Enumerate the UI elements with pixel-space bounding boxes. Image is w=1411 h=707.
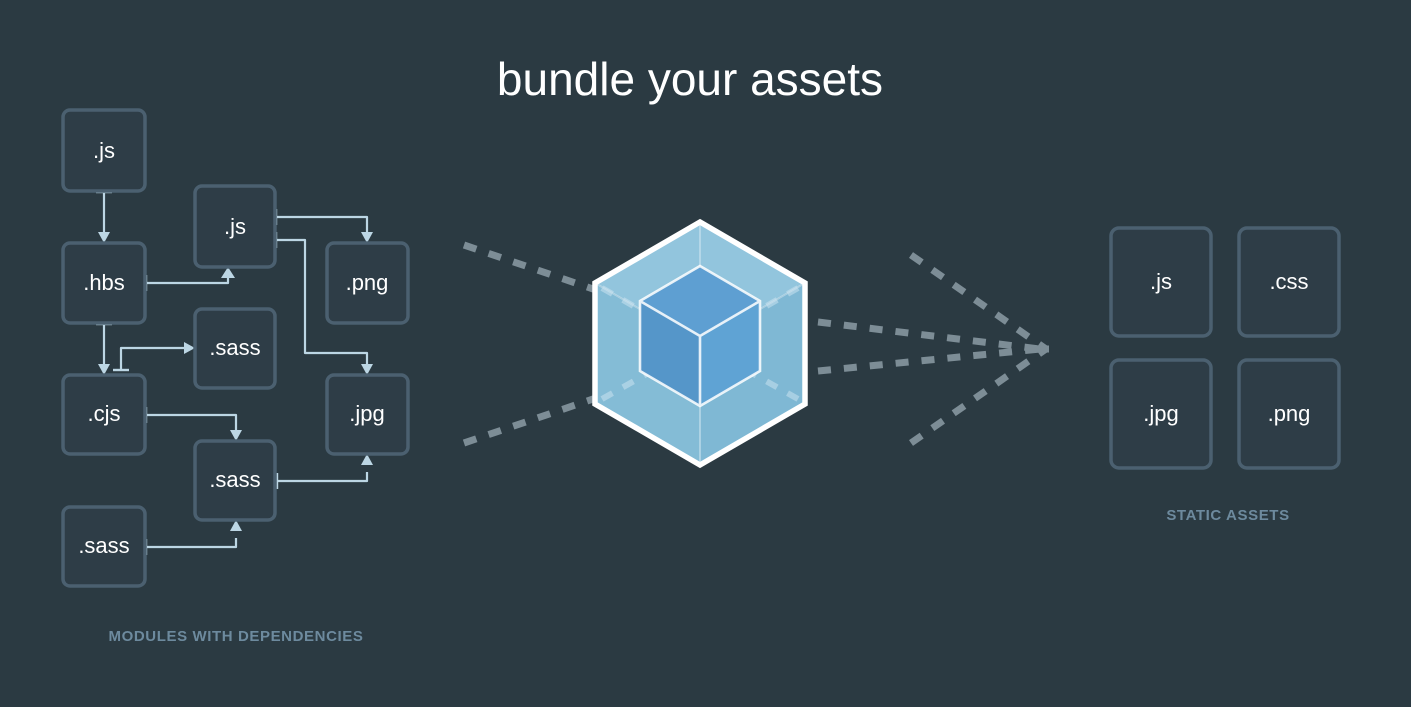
module-box-jpg-rect bbox=[325, 373, 410, 456]
output-dashed-arrow bbox=[817, 252, 1062, 446]
static-assets-group: .js .css .jpg .png STATIC ASSETS bbox=[1109, 226, 1341, 524]
module-box-js-2[interactable]: .js bbox=[193, 184, 277, 269]
module-box-sass-2[interactable]: .sass bbox=[193, 439, 277, 522]
module-box-js-2-label: .js bbox=[224, 214, 246, 239]
input-dashed-arrow-top bbox=[462, 241, 598, 294]
static-box-css[interactable]: .css bbox=[1237, 226, 1341, 338]
module-box-hbs-label: .hbs bbox=[83, 270, 125, 295]
connector-sass3-to-sass2 bbox=[144, 520, 242, 555]
output-dashed-line-upper bbox=[817, 318, 1041, 353]
module-box-hbs[interactable]: .hbs bbox=[61, 241, 147, 325]
static-box-jpg-label: .jpg bbox=[1143, 401, 1178, 426]
module-box-jpg[interactable]: .jpg bbox=[325, 373, 410, 456]
cube-inner-edges bbox=[638, 264, 762, 408]
module-box-js-1-rect bbox=[61, 108, 147, 193]
input-dashed-arrow-bottom bbox=[462, 394, 598, 447]
module-box-js-1[interactable]: .js bbox=[61, 108, 147, 193]
connector-hbs-to-sass1 bbox=[113, 342, 195, 372]
module-box-png-rect bbox=[325, 241, 410, 325]
page-title: bundle your assets bbox=[497, 53, 883, 105]
module-box-sass-1-label: .sass bbox=[209, 335, 260, 360]
module-box-cjs-label: .cjs bbox=[88, 401, 121, 426]
connector-cjs-to-sass2 bbox=[144, 407, 242, 441]
static-box-js-label: .js bbox=[1150, 269, 1172, 294]
static-box-js[interactable]: .js bbox=[1109, 226, 1213, 338]
static-box-jpg[interactable]: .jpg bbox=[1109, 358, 1213, 470]
module-box-hbs-rect bbox=[61, 241, 147, 325]
output-dashed-arrowhead-upper bbox=[909, 252, 1048, 352]
module-box-cjs[interactable]: .cjs bbox=[61, 373, 147, 456]
output-dashed-line-lower bbox=[817, 345, 1041, 375]
module-box-sass-3-rect bbox=[61, 505, 147, 588]
modules-with-dependencies-group: .js .js .hbs .png .sass .cjs bbox=[61, 108, 410, 645]
module-box-sass-1[interactable]: .sass bbox=[193, 307, 277, 390]
module-box-sass-3[interactable]: .sass bbox=[61, 505, 147, 588]
module-box-sass-1-rect bbox=[193, 307, 277, 390]
connector-js1-to-hbs bbox=[96, 190, 112, 243]
static-box-png[interactable]: .png bbox=[1237, 358, 1341, 470]
module-box-js-2-rect bbox=[193, 184, 277, 269]
connector-hbs-to-cjs bbox=[96, 322, 112, 375]
static-box-png-label: .png bbox=[1268, 401, 1311, 426]
connector-sass2-to-jpg bbox=[275, 454, 373, 489]
module-box-cjs-rect bbox=[61, 373, 147, 456]
static-box-jpg-rect bbox=[1109, 358, 1213, 470]
module-box-sass-2-label: .sass bbox=[209, 467, 260, 492]
output-dashed-arrowhead-lower bbox=[909, 346, 1048, 446]
modules-section-label: MODULES WITH DEPENDENCIES bbox=[108, 628, 363, 645]
webpack-cube-logo bbox=[592, 218, 808, 469]
module-box-sass-3-label: .sass bbox=[78, 533, 129, 558]
module-box-js-1-label: .js bbox=[93, 138, 115, 163]
static-box-css-rect bbox=[1237, 226, 1341, 338]
static-box-js-rect bbox=[1109, 226, 1213, 338]
static-box-css-label: .css bbox=[1269, 269, 1308, 294]
static-assets-section-label: STATIC ASSETS bbox=[1166, 507, 1289, 524]
connector-js2-to-png bbox=[274, 209, 373, 243]
connector-hbs-to-js2 bbox=[144, 267, 235, 291]
module-box-png-label: .png bbox=[346, 270, 389, 295]
cube-outer-outline bbox=[592, 218, 808, 469]
module-box-png[interactable]: .png bbox=[325, 241, 410, 325]
static-box-png-rect bbox=[1237, 358, 1341, 470]
module-box-sass-2-rect bbox=[193, 439, 277, 522]
input-dashed-arrows bbox=[462, 241, 598, 447]
module-box-jpg-label: .jpg bbox=[349, 401, 384, 426]
